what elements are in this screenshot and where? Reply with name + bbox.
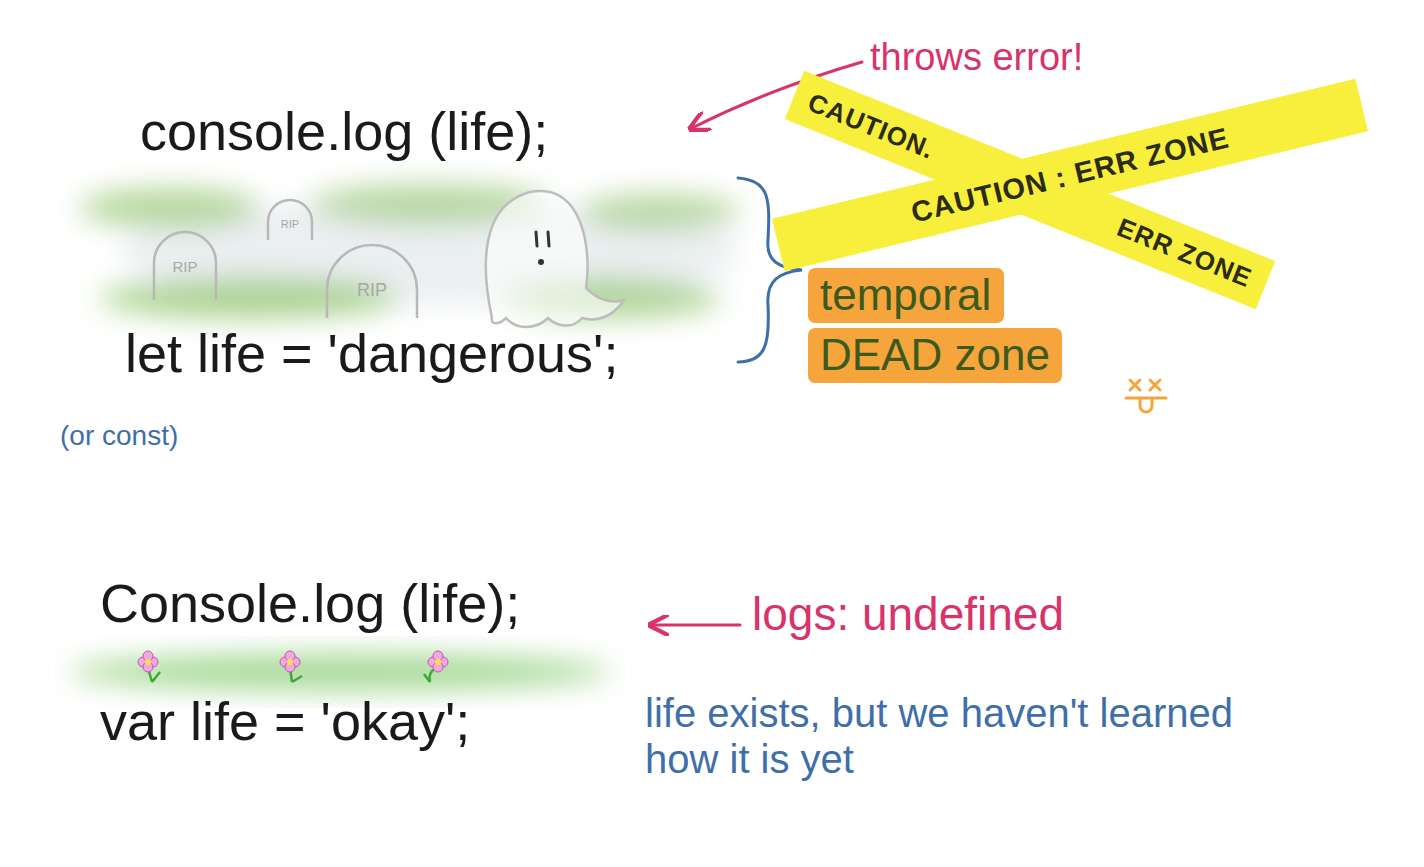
code-line: Console.log (life); xyxy=(100,572,520,634)
highlight-band: temporal xyxy=(808,268,1004,323)
tombstones xyxy=(154,200,417,318)
flowers xyxy=(138,651,448,682)
note: (or const) xyxy=(60,420,178,452)
code-line: let life = 'dangerous'; xyxy=(125,322,618,384)
dead-face xyxy=(1126,380,1166,412)
node-text: DEAD zone xyxy=(820,330,1050,379)
graveyard-mist xyxy=(80,184,740,318)
code-line: console.log (life); xyxy=(140,100,548,162)
node-text: CAUTION. xyxy=(804,86,940,165)
note: throws error! xyxy=(870,36,1083,80)
code-line: var life = 'okay'; xyxy=(100,690,470,752)
highlight-band: DEAD zone xyxy=(808,328,1062,383)
tombstone-inscription: RIP xyxy=(172,258,197,275)
tombstone-inscription: RIP xyxy=(281,218,299,231)
brace xyxy=(738,178,802,362)
tombstone-inscription: RIP xyxy=(357,280,387,301)
note: life exists, but we haven't learned how … xyxy=(645,690,1295,782)
leader-arrow xyxy=(652,624,740,627)
note: logs: undefined xyxy=(752,588,1064,641)
node-text: ERR ZONE xyxy=(1113,211,1257,293)
node-text: temporal xyxy=(820,270,991,319)
ghost xyxy=(486,191,624,327)
